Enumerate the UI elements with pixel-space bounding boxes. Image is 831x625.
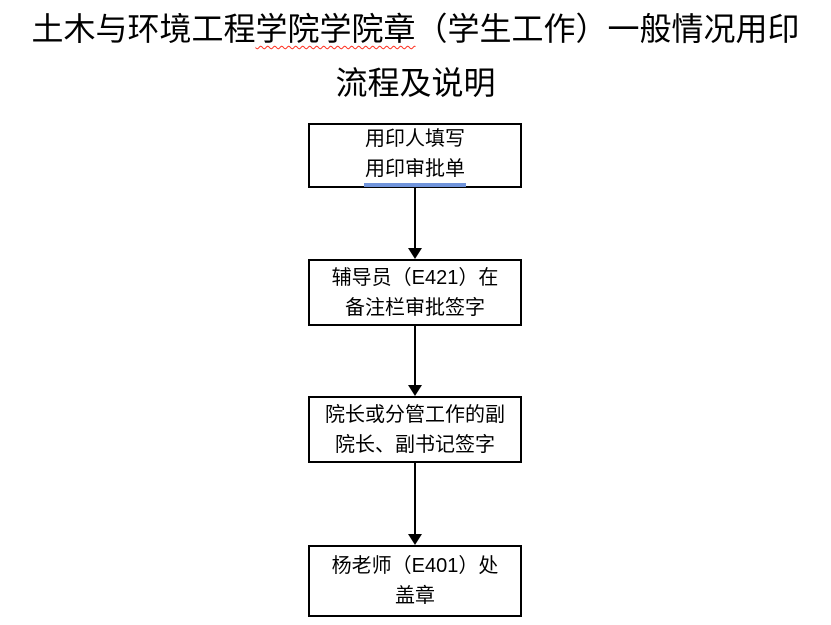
arrow-line [414, 326, 416, 385]
flow-step-fill-approval-form: 用印人填写 用印审批单 [308, 123, 522, 188]
title-line-1: 土木与环境工程学院学院章（学生工作）一般情况用印 [0, 2, 831, 56]
step-text: 院长或分管工作的副 [325, 403, 505, 426]
title-text-spellcheck-squiggle: 学院学院章 [255, 11, 416, 47]
flow-step-dean-sign: 院长或分管工作的副 院长、副书记签字 [308, 396, 522, 463]
step-text: 院长、副书记签字 [335, 433, 495, 456]
arrow-down-icon [408, 385, 422, 396]
step-text: 杨老师（E401）处 [331, 555, 499, 577]
step-text: 用印人填写 [365, 128, 465, 150]
arrow-line [414, 188, 416, 248]
flow-step-counselor-sign: 辅导员（E421）在 备注栏审批签字 [308, 259, 522, 326]
page-title: 土木与环境工程学院学院章（学生工作）一般情况用印 流程及说明 [0, 2, 831, 110]
arrow-line [414, 463, 416, 534]
title-text-prefix: 土木与环境工程 [31, 11, 256, 47]
flow-connector-3 [408, 463, 423, 545]
flow-step-stamp: 杨老师（E401）处 盖章 [308, 545, 522, 617]
arrow-down-icon [408, 248, 422, 259]
flow-connector-2 [408, 326, 423, 396]
step-text: 备注栏审批签字 [345, 296, 485, 319]
step-text-underlined: 用印审批单 [364, 156, 466, 187]
title-text-suffix: （学生工作）一般情况用印 [415, 11, 800, 47]
flow-connector-1 [408, 188, 423, 259]
title-line-2: 流程及说明 [335, 65, 496, 101]
step-text: 盖章 [395, 585, 435, 607]
step-text: 辅导员（E421）在 [331, 266, 499, 289]
arrow-down-icon [408, 534, 422, 545]
